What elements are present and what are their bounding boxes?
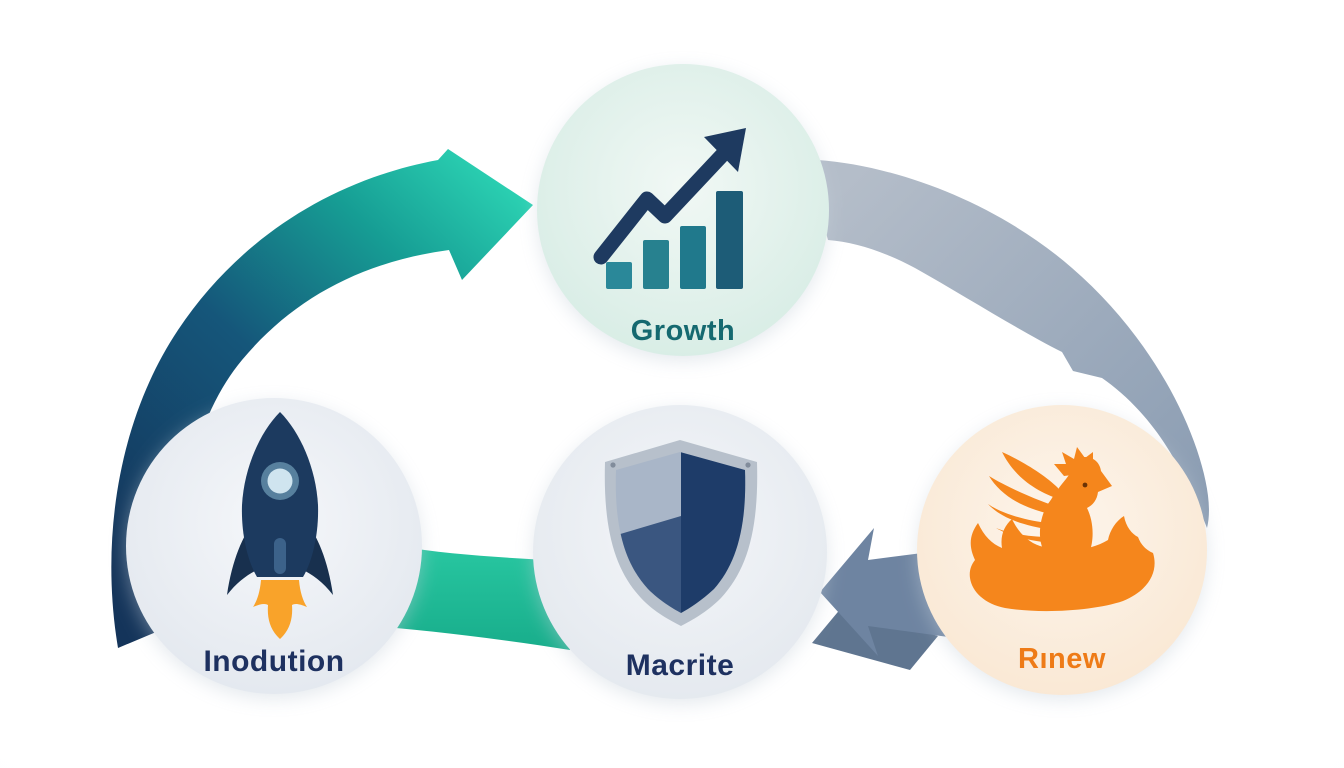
growth-chart-icon bbox=[593, 128, 746, 289]
connector-intro-to-maturity bbox=[396, 546, 570, 650]
node-introduction: Inodution bbox=[126, 398, 422, 694]
shield-icon bbox=[604, 440, 758, 626]
phoenix-icon bbox=[969, 447, 1155, 612]
rocket-icon bbox=[227, 412, 333, 639]
growth-label: Growth bbox=[631, 315, 736, 347]
renew-label: Rınew bbox=[1018, 643, 1106, 675]
growth-circle bbox=[537, 64, 829, 356]
node-maturity: Macrite bbox=[533, 405, 827, 699]
curved-swoosh-icon bbox=[818, 160, 1209, 528]
arrow-fold-shadow bbox=[812, 607, 938, 670]
connector-growth-to-renew bbox=[818, 160, 1209, 528]
ribbon-band bbox=[396, 546, 570, 650]
maturity-label: Macrite bbox=[626, 649, 735, 682]
phoenix-eye bbox=[1082, 482, 1088, 488]
introduction-label: Inodution bbox=[203, 645, 344, 678]
node-growth: Growth bbox=[537, 64, 829, 356]
node-renew: Rınew bbox=[917, 405, 1207, 695]
rocket-flame bbox=[253, 580, 307, 639]
